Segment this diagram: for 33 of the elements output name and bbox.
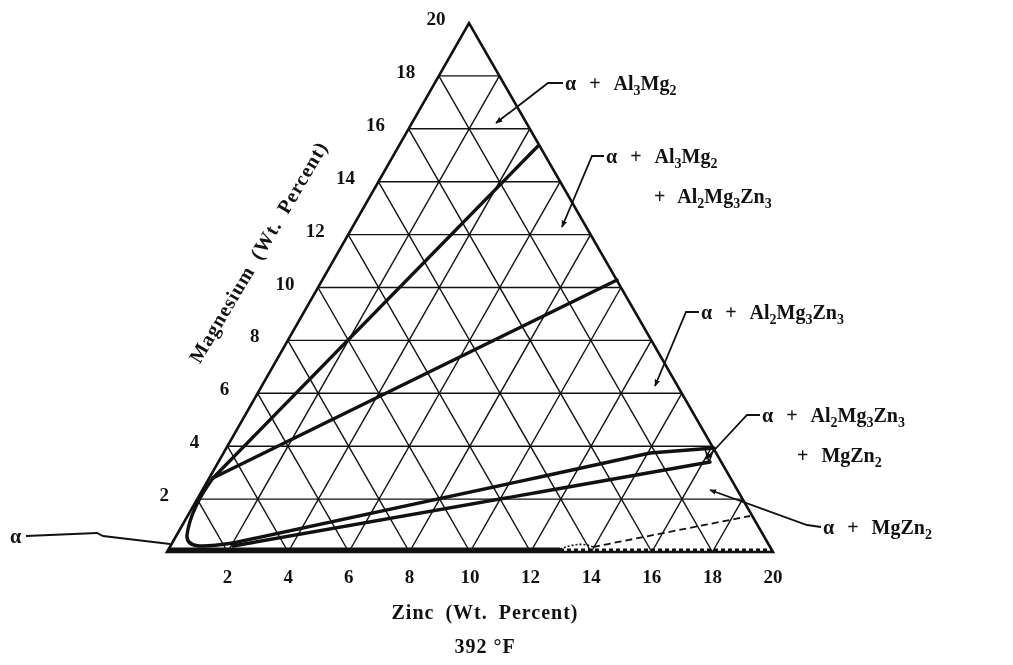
tick-label: 12 <box>305 219 325 242</box>
temperature-caption: 392 °F <box>454 634 516 658</box>
tick-label: 18 <box>702 566 722 588</box>
tick-label: 10 <box>460 566 480 588</box>
leader-line <box>709 489 822 528</box>
tick-label: 18 <box>396 60 416 83</box>
phase-label: α + Al$_{3}$Mg$_{2}$ <box>565 63 677 103</box>
leader-line <box>25 532 171 545</box>
leader-line <box>705 414 761 460</box>
tick-label: 4 <box>283 566 293 588</box>
tick-label: 8 <box>404 566 415 588</box>
tick-label: 14 <box>335 166 355 189</box>
tick-label: 4 <box>189 431 200 454</box>
tick-label: 6 <box>219 378 230 401</box>
tick-label: 2 <box>159 484 169 507</box>
tick-label: 12 <box>521 566 541 588</box>
tick-label: 14 <box>581 566 601 588</box>
tick-label: 16 <box>642 566 662 588</box>
phase-label: α + Al$_{3}$Mg$_{2}$ + Al$_{2}$Mg$_{3}$Zn$_{3}$ <box>606 136 772 216</box>
leader-line <box>561 155 605 228</box>
leader-line <box>654 311 700 387</box>
tick-label: 2 <box>222 566 233 588</box>
tick-label: 6 <box>344 566 354 588</box>
tick-label: 10 <box>275 272 295 295</box>
tick-label: 16 <box>366 113 386 136</box>
phase-label: α <box>10 516 22 556</box>
axis-title: Zinc (Wt. Percent) <box>391 600 579 624</box>
leader-line <box>495 82 564 124</box>
tick-label: 20 <box>426 8 446 30</box>
phase-label: α + Al$_{2}$Mg$_{3}$Zn$_{3}$ <box>701 292 844 332</box>
tick-label: 20 <box>763 566 783 588</box>
phase-label: α + MgZn$_{2}$ <box>823 507 932 547</box>
phase-label: α + Al$_{2}$Mg$_{3}$Zn$_{3}$ + MgZn$_{2}$ <box>762 395 905 475</box>
